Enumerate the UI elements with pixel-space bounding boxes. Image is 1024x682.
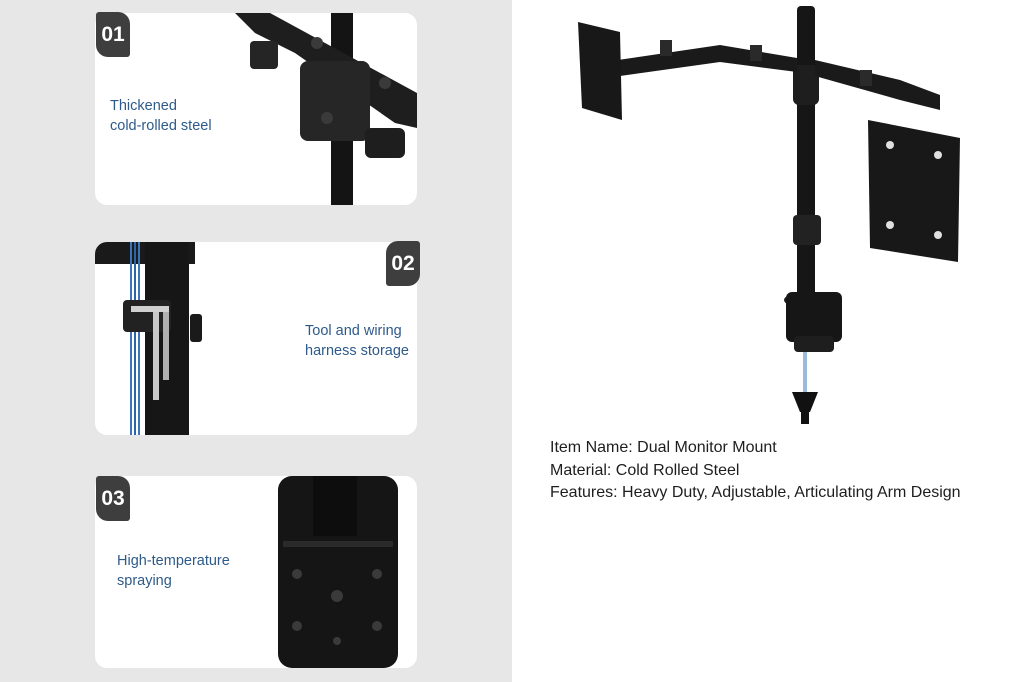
feature-caption: Tool and wiring harness storage: [305, 323, 409, 359]
feature-caption: Thickened cold-rolled steel: [110, 98, 212, 134]
product-info: Item Name: Dual Monitor Mount Material: …: [550, 437, 961, 505]
feature-card-steel: [95, 13, 417, 205]
features-text: Features: Heavy Duty, Adjustable, Articu…: [550, 484, 961, 501]
material-text: Material: Cold Rolled Steel: [550, 461, 740, 479]
feature-number-badge: 02: [386, 241, 420, 286]
item-name-text: Item Name: Dual Monitor Mount: [550, 439, 777, 456]
feature-caption: High-temperature spraying: [117, 553, 230, 589]
feature-card-storage: [95, 242, 417, 435]
clamp-base-image: [278, 476, 398, 668]
dual-monitor-mount-image: [578, 6, 960, 424]
storage-clip-image: [95, 242, 202, 435]
feature-card-coating: [95, 476, 417, 668]
feature-number-badge: 01: [96, 12, 130, 57]
steel-joint-image: [235, 13, 417, 205]
feature-number-badge: 03: [96, 476, 130, 521]
